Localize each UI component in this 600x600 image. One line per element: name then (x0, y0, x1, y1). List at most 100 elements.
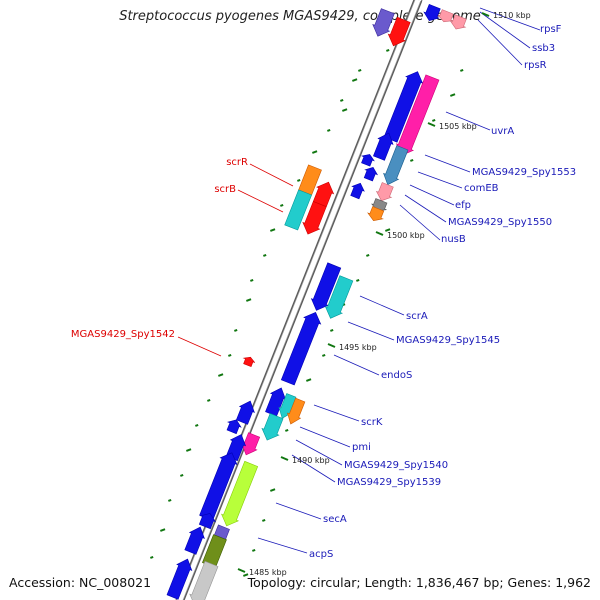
leader-line (417, 171, 463, 189)
kbp-tick: 1490 kbp (292, 456, 330, 465)
gc-dot (431, 118, 436, 122)
gene-block[interactable] (375, 182, 394, 202)
gene-block[interactable] (350, 182, 365, 200)
leader-line (404, 194, 447, 223)
gene-block[interactable] (242, 356, 256, 367)
gene-track (166, 4, 467, 600)
gene-block[interactable] (383, 145, 409, 186)
gc-dot (356, 278, 360, 282)
tick-mark (237, 568, 246, 573)
leader-line (295, 439, 343, 466)
leader-line (313, 404, 360, 422)
gene-label[interactable]: acpS (309, 549, 333, 560)
gc-dot (246, 298, 252, 302)
gene-label[interactable]: uvrA (491, 126, 514, 137)
gene-block[interactable] (387, 16, 411, 47)
gc-dot (195, 423, 199, 427)
gene-label[interactable]: nusB (441, 234, 466, 245)
gene-block[interactable] (363, 167, 379, 182)
gene-label[interactable]: ssb3 (532, 43, 555, 54)
gene-labels-left: scrR scrB MGAS9429_Spy1542 (71, 157, 248, 340)
gene-label[interactable]: MGAS9429_Spy1545 (396, 335, 500, 346)
gc-dot (297, 178, 301, 182)
gc-dot (218, 373, 224, 377)
gene-label[interactable]: rpsR (524, 60, 547, 71)
gc-dot (339, 98, 344, 102)
leader-line (359, 295, 405, 316)
gc-dot (249, 278, 254, 282)
gc-dot (306, 378, 312, 382)
gc-dot (410, 158, 414, 162)
gene-block[interactable] (221, 460, 259, 527)
kbp-tick: 1485 kbp (249, 568, 287, 577)
gene-label[interactable]: scrA (406, 311, 428, 322)
kbp-tick: 1510 kbp (493, 11, 531, 20)
gene-block[interactable] (184, 526, 205, 555)
tick-mark (280, 456, 289, 461)
gc-dot (384, 228, 391, 232)
gc-dot (167, 498, 172, 502)
gc-dot (352, 78, 358, 82)
kbp-tick: 1505 kbp (439, 122, 477, 131)
gene-block[interactable] (324, 275, 354, 319)
gene-block[interactable] (166, 558, 193, 600)
gene-block[interactable] (236, 400, 255, 425)
leader-line (445, 111, 491, 131)
gc-dot (251, 548, 256, 552)
gc-dot (228, 353, 232, 357)
gene-block[interactable] (395, 74, 440, 156)
gene-label[interactable]: MGAS9429_Spy1539 (337, 477, 441, 488)
gene-block[interactable] (437, 9, 454, 23)
gc-dot (284, 428, 289, 432)
leader-line (299, 426, 351, 448)
gene-block[interactable] (261, 413, 284, 441)
gene-block[interactable] (310, 262, 342, 311)
kbp-ticks: 1510 kbp 1505 kbp 1500 kbp 1495 kbp 1490… (237, 11, 531, 577)
leader-line (275, 502, 322, 520)
gene-block[interactable] (198, 513, 217, 530)
gc-dot (386, 48, 390, 52)
kbp-tick: 1495 kbp (339, 343, 377, 352)
gene-label[interactable]: rpsF (540, 24, 562, 35)
leader-line (479, 7, 541, 31)
leader-line (177, 336, 222, 357)
gc-dot (234, 328, 238, 332)
gene-block[interactable] (449, 14, 467, 30)
gene-labels-right: rpsF ssb3 rpsR uvrA MGAS9429_Spy1553 com… (309, 24, 576, 560)
gc-dot (207, 398, 211, 402)
gene-label[interactable]: efp (455, 200, 471, 211)
tick-mark (481, 12, 490, 17)
leader-line (399, 204, 441, 241)
gene-label[interactable]: MGAS9429_Spy1553 (472, 167, 576, 178)
gene-block[interactable] (372, 8, 395, 37)
gene-label[interactable]: MGAS9429_Spy1550 (448, 217, 552, 228)
gene-block[interactable] (367, 206, 385, 222)
gene-block[interactable] (360, 154, 375, 167)
gc-dot (321, 353, 326, 357)
gene-block[interactable] (226, 419, 242, 435)
gene-label[interactable]: scrB (214, 184, 236, 195)
gene-block[interactable] (284, 189, 312, 231)
gene-label[interactable]: scrR (226, 157, 248, 168)
gene-block[interactable] (287, 397, 306, 425)
gene-label[interactable]: scrK (361, 417, 383, 428)
leader-line (237, 189, 284, 213)
gene-block[interactable] (373, 132, 394, 161)
gene-label[interactable]: endoS (381, 370, 412, 381)
gene-block[interactable] (189, 560, 219, 600)
leader-line (424, 154, 471, 173)
gene-block[interactable] (302, 201, 327, 235)
gene-label[interactable]: comEB (464, 183, 499, 194)
leader-line (333, 354, 380, 376)
gene-label[interactable]: secA (323, 514, 347, 525)
gene-label[interactable]: pmi (352, 442, 371, 453)
gene-label[interactable]: MGAS9429_Spy1542 (71, 329, 175, 340)
gene-label[interactable]: MGAS9429_Spy1540 (344, 460, 448, 471)
gene-block[interactable] (423, 4, 441, 21)
tick-mark (327, 343, 336, 348)
gene-block[interactable] (280, 312, 322, 386)
gc-dot (263, 253, 267, 257)
gc-dot (366, 253, 370, 257)
gc-dot (261, 518, 266, 522)
